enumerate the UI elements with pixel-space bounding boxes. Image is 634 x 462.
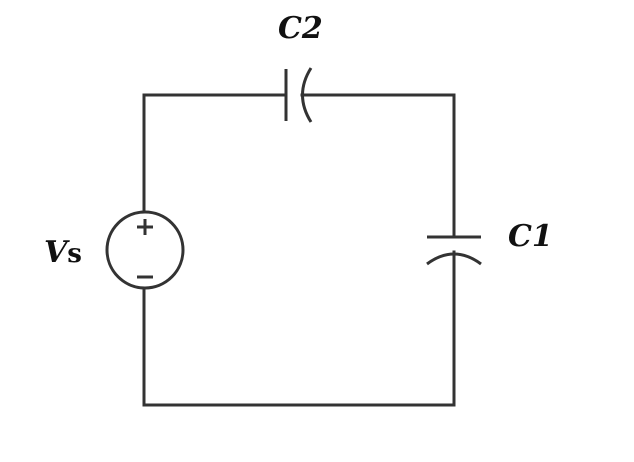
label-vs-main: V bbox=[44, 235, 70, 270]
voltage-source-symbol bbox=[105, 210, 185, 290]
c2-curved-plate bbox=[301, 67, 313, 123]
source-circle bbox=[105, 210, 185, 290]
capacitor-c1-symbol bbox=[426, 235, 482, 266]
label-vs-sub: s bbox=[67, 239, 82, 269]
label-c2: C2 bbox=[278, 11, 323, 46]
capacitor-c2-symbol bbox=[284, 67, 313, 123]
label-vs: Vs bbox=[44, 235, 82, 270]
c1-curved-plate bbox=[426, 252, 482, 266]
label-c1: C1 bbox=[508, 219, 553, 254]
